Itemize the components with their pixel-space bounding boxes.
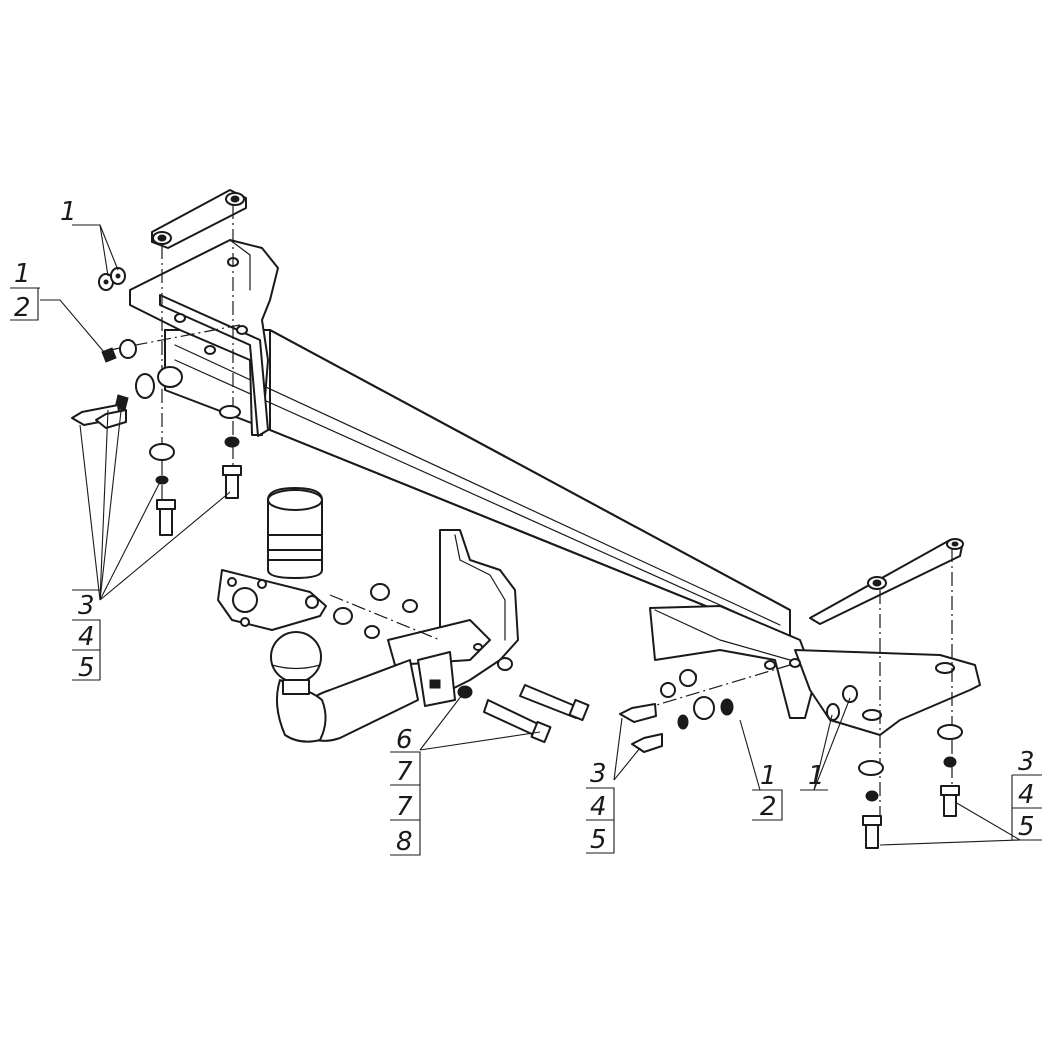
callout-label-boxes [10, 287, 1042, 856]
callout-label: 8 [396, 827, 413, 857]
callout-label: 1 [760, 761, 777, 791]
callout-label: 3 [78, 591, 95, 621]
left-mounting-bracket [129, 239, 279, 437]
center-drop-bracket [387, 529, 519, 707]
callout-label: 5 [1018, 812, 1035, 842]
callout-label: 4 [590, 792, 607, 822]
tow-ball [270, 631, 322, 695]
right-mounting-bracket [649, 605, 981, 736]
left-strap-plate [151, 189, 247, 249]
callout-label: 3 [590, 759, 607, 789]
callout-label: 1 [60, 197, 77, 227]
callout-label: 4 [1018, 780, 1035, 810]
callout-label: 3 [1018, 747, 1035, 777]
callout-label: 6 [396, 725, 413, 755]
center-fastener-set [333, 583, 590, 744]
ball-cover-cap [267, 487, 323, 579]
leader-lines [40, 224, 1021, 846]
callout-label: 2 [760, 792, 777, 822]
callout-label: 2 [14, 293, 31, 323]
right-strap-plate [809, 538, 964, 625]
callout-label: 1 [808, 761, 825, 791]
callout-labels: 1 1 2 3 4 5 6 7 7 8 3 4 5 1 2 1 3 4 5 [14, 197, 1035, 857]
tow-ball-neck [275, 659, 419, 743]
callout-label: 5 [78, 653, 95, 683]
callout-label: 7 [396, 792, 413, 822]
callout-label: 4 [78, 622, 95, 652]
right-fastener-set [619, 669, 963, 849]
callout-label: 1 [14, 259, 31, 289]
electrical-socket-plate [217, 569, 327, 631]
callout-label: 7 [396, 757, 413, 787]
callout-label: 5 [590, 825, 607, 855]
